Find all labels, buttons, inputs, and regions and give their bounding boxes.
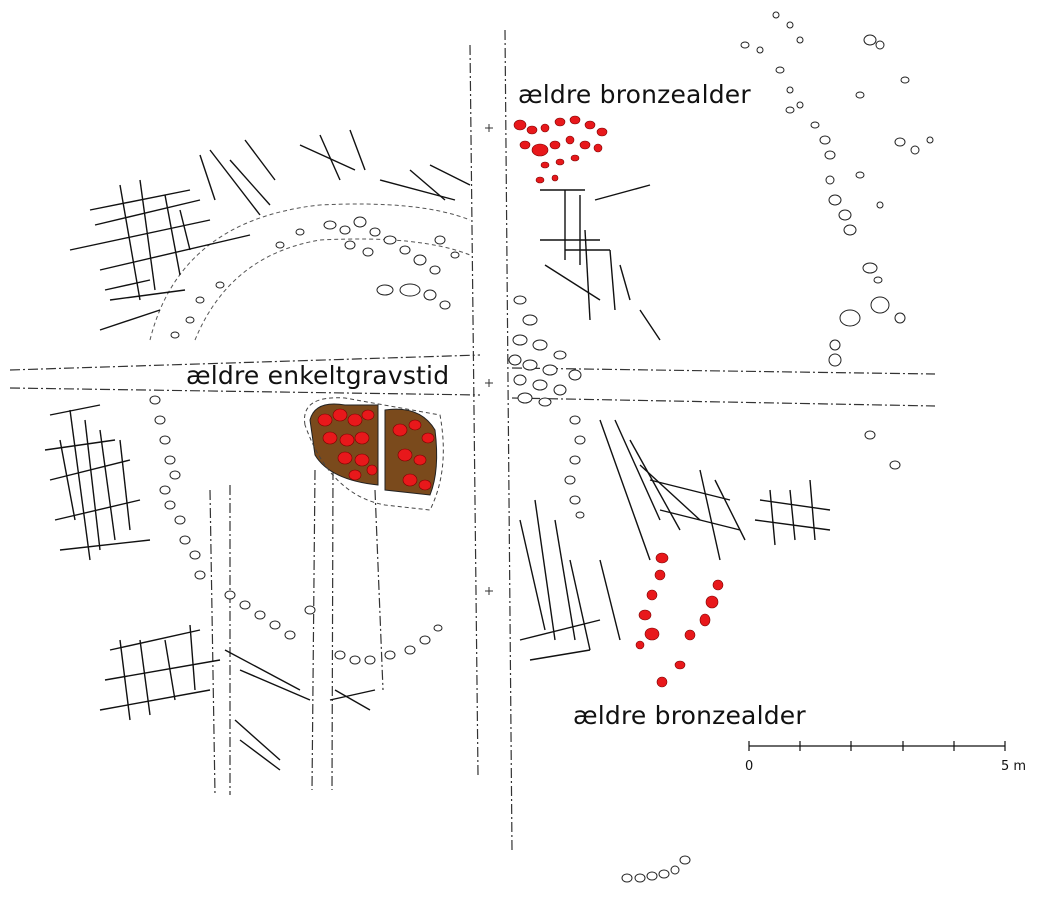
scale-bar bbox=[748, 741, 1006, 751]
plough-marks bbox=[44, 129, 831, 771]
stone-outlines bbox=[149, 11, 934, 883]
bronze-age-bottom-stones bbox=[635, 552, 724, 688]
stone-arc-outline bbox=[149, 203, 471, 341]
label-bronze-age-top: ældre bronzealder bbox=[518, 80, 751, 109]
survey-crosses bbox=[485, 124, 493, 595]
label-single-grave-period: ældre enkeltgravstid bbox=[186, 361, 450, 390]
survey-lines bbox=[9, 29, 936, 851]
bronze-age-top-stones bbox=[513, 115, 608, 184]
scale-start-label: 0 bbox=[745, 759, 754, 774]
label-bronze-age-bottom: ældre bronzealder bbox=[573, 701, 806, 730]
grave-red-stones bbox=[317, 408, 435, 491]
scale-end-label: 5 m bbox=[1001, 759, 1027, 774]
